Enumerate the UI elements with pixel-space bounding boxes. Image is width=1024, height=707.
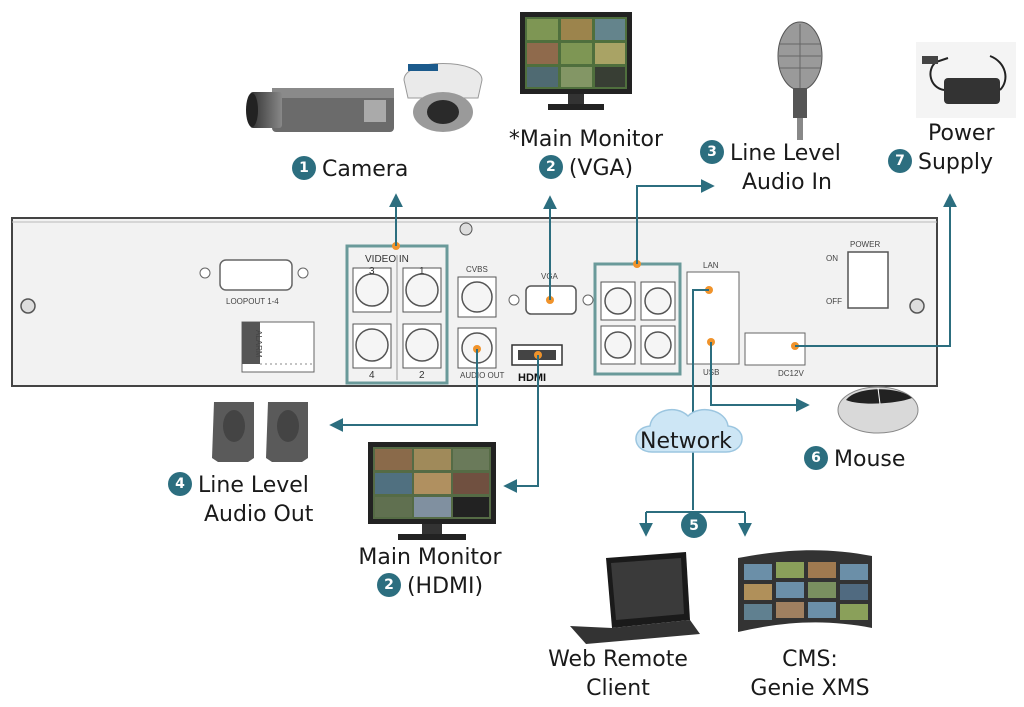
vga-monitor-label-line1: *Main Monitor: [508, 127, 664, 152]
arrow-hdmi: [503, 355, 539, 493]
cms-label-line1: CMS:: [782, 647, 838, 672]
dc-label: DC12V: [778, 369, 804, 378]
web-client-label: Web Remote Client: [528, 646, 708, 703]
vga-monitor-label-line2: (VGA): [568, 155, 634, 181]
vga-monitor-icon: [520, 12, 632, 110]
badge-6: 6: [804, 446, 828, 470]
power-supply-label-line2: Supply: [918, 149, 993, 175]
laptop-icon: [570, 552, 700, 644]
line-out-label-line1: Line Level: [198, 473, 309, 498]
line-in-label-line2: Audio In: [742, 169, 832, 195]
alarm-terminal: ALARM: [241, 321, 315, 373]
hdmi-monitor-icon: [368, 442, 496, 540]
camera-label-text: Camera: [322, 157, 409, 182]
video-in-num-2: 2: [419, 370, 425, 381]
arrow-line-out: [329, 349, 478, 432]
network-label: Network: [640, 429, 732, 454]
microphone-icon: [777, 21, 823, 140]
badge-5: [681, 512, 707, 538]
mouse-icon: [837, 386, 919, 434]
audio-out-label: AUDIO OUT: [460, 371, 505, 380]
arrow-power: [795, 193, 957, 347]
web-client-label-line1: Web Remote: [548, 647, 688, 672]
badge-2-hdmi: 2: [376, 572, 401, 597]
speakers-icon: [212, 402, 308, 462]
vga-monitor-label: *Main Monitor 2(VGA): [496, 126, 676, 183]
alarm-label: ALARM: [254, 330, 263, 358]
cms-label-line2: Genie XMS: [750, 675, 870, 701]
off-label: OFF: [826, 297, 842, 306]
box-camera-icon: [246, 88, 394, 132]
badge-3: 3: [700, 140, 724, 164]
badge-7: 7: [888, 148, 912, 173]
power-adapter-icon: [916, 42, 1016, 118]
loopout-port: LOOPOUT 1-4: [199, 259, 309, 306]
mouse-label-text: Mouse: [834, 447, 906, 472]
dvr-rear-panel: LOOPOUT 1-4 ALARM VIDEO IN 3 1 4 2: [11, 217, 938, 387]
web-client-label-line2: Client: [586, 675, 650, 701]
audio-in-ports: [593, 262, 682, 376]
line-out-label-line2: Audio Out: [204, 501, 314, 527]
video-in-num-1: 1: [419, 266, 425, 277]
video-in-label: VIDEO IN: [365, 254, 409, 265]
badge-1: 1: [292, 156, 316, 180]
power-switch-label: POWER: [850, 240, 880, 249]
line-in-label-line1: Line Level: [730, 141, 841, 166]
dome-camera-icon: [403, 63, 483, 132]
arrow-line-in: [636, 179, 715, 264]
badge-4: 4: [168, 472, 192, 496]
video-in-ports: VIDEO IN 3 1 4 2: [345, 244, 449, 385]
loopout-label: LOOPOUT 1-4: [226, 297, 279, 306]
hdmi-monitor-label: Main Monitor 2(HDMI): [330, 544, 530, 601]
cvbs-label: CVBS: [466, 265, 488, 274]
hdmi-monitor-label-line2: (HDMI): [406, 573, 484, 599]
lan-usb-ports: LAN USB: [686, 261, 740, 377]
badge-2-vga: 2: [538, 154, 563, 179]
cvbs-audio-out-ports: CVBS AUDIO OUT: [457, 265, 505, 380]
video-in-num-4: 4: [369, 370, 375, 381]
video-in-num-3: 3: [369, 266, 375, 277]
hdmi-label: HDMI: [518, 372, 546, 384]
badge-5-text: 5: [689, 518, 699, 534]
cms-video-wall-icon: [738, 550, 872, 632]
on-label: ON: [826, 254, 838, 263]
hdmi-monitor-label-line1: Main Monitor: [358, 545, 502, 570]
cms-label: CMS: Genie XMS: [730, 646, 890, 703]
power-supply-label-line1: Power: [928, 121, 995, 146]
network-cloud: [635, 408, 743, 453]
arrow-mouse: [710, 342, 810, 412]
lan-label: LAN: [703, 261, 719, 270]
